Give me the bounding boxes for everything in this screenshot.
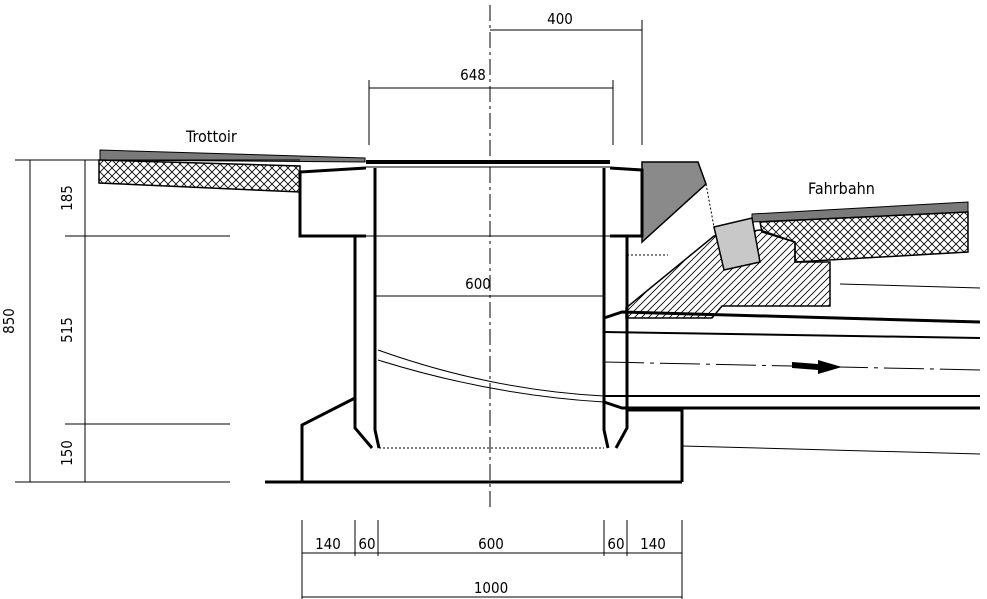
dim-1000: 1000 bbox=[474, 579, 508, 597]
dim-400: 400 bbox=[547, 10, 573, 28]
shaft-walls bbox=[353, 168, 629, 449]
outlet-pipe bbox=[377, 283, 981, 455]
dimension-top-offset: 400 bbox=[490, 10, 643, 145]
dim-150: 150 bbox=[58, 440, 76, 466]
dim-648: 648 bbox=[460, 66, 486, 84]
dim-60-right: 60 bbox=[607, 535, 624, 553]
hidden-line-curb bbox=[625, 236, 668, 256]
dim-140-right: 140 bbox=[640, 535, 666, 553]
dim-600-bottom: 600 bbox=[478, 535, 504, 553]
dimension-inner-width: 600 bbox=[376, 275, 604, 297]
label-trottoir: Trottoir bbox=[185, 127, 237, 146]
dim-60-left: 60 bbox=[358, 535, 375, 553]
dim-185: 185 bbox=[58, 185, 76, 211]
label-fahrbahn: Fahrbahn bbox=[808, 179, 875, 198]
dim-850: 850 bbox=[0, 308, 18, 334]
curb-stone bbox=[641, 161, 707, 244]
upper-frame bbox=[298, 166, 644, 238]
cover-plate bbox=[366, 160, 610, 164]
base-slab bbox=[265, 396, 684, 484]
dim-600-inner: 600 bbox=[465, 275, 491, 293]
dim-515: 515 bbox=[58, 317, 76, 343]
dim-140-left: 140 bbox=[315, 535, 341, 553]
dimension-vertical: 850 185 515 150 bbox=[0, 159, 300, 483]
dimension-bottom: 140 60 600 60 140 1000 bbox=[301, 520, 683, 599]
flow-arrow bbox=[792, 360, 842, 374]
dimension-frame-width: 648 bbox=[368, 66, 614, 145]
gutter-stone bbox=[713, 217, 761, 271]
